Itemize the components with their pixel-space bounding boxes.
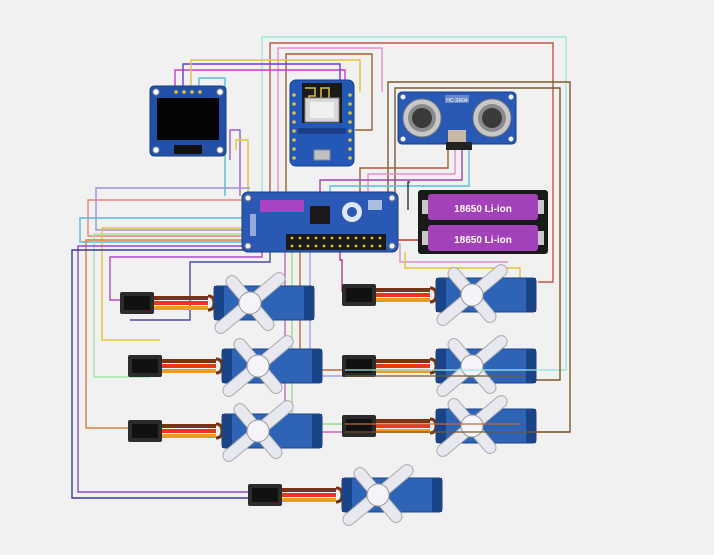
wire <box>79 217 250 243</box>
mcu-pins-left <box>292 93 296 160</box>
wire <box>339 252 343 292</box>
wire <box>77 245 270 493</box>
adafruit-logo <box>342 202 362 222</box>
oled-pins <box>174 90 202 94</box>
wires-overlay <box>345 369 570 433</box>
battery-cell-label: 18650 Li-ion <box>454 204 512 215</box>
wire <box>229 129 241 196</box>
wire <box>407 181 410 210</box>
sensor-label: HC-SR04 <box>446 98 468 104</box>
pin-header <box>290 236 382 248</box>
ultrasonic-sensor: HC-SR04 <box>397 91 517 150</box>
wire <box>130 252 271 321</box>
oled-display <box>149 85 227 157</box>
wire <box>319 148 463 196</box>
wires <box>71 36 571 499</box>
battery-pack: 18650 Li-ion 18650 Li-ion <box>418 190 548 254</box>
transducer-right <box>472 98 512 138</box>
wire <box>277 47 383 196</box>
wire <box>394 87 561 381</box>
wire <box>261 36 567 371</box>
wire <box>284 252 345 433</box>
wire <box>329 148 470 196</box>
microcontroller-board <box>289 79 355 167</box>
wire <box>174 69 346 95</box>
wire <box>190 59 361 95</box>
wire <box>95 187 250 231</box>
wire <box>182 63 341 95</box>
battery-cell-label: 18650 Li-ion <box>454 235 512 246</box>
wire <box>367 148 456 196</box>
wire <box>359 148 449 196</box>
wire <box>93 233 248 378</box>
wire <box>285 53 373 196</box>
wire <box>269 42 554 283</box>
wire <box>85 239 248 429</box>
transducer-left <box>402 98 442 138</box>
servo-motor <box>340 239 538 351</box>
servo-driver-board <box>241 191 399 253</box>
mcu-pins-right <box>348 93 352 160</box>
wire <box>235 139 249 196</box>
wire <box>71 249 270 499</box>
wire <box>101 227 248 341</box>
